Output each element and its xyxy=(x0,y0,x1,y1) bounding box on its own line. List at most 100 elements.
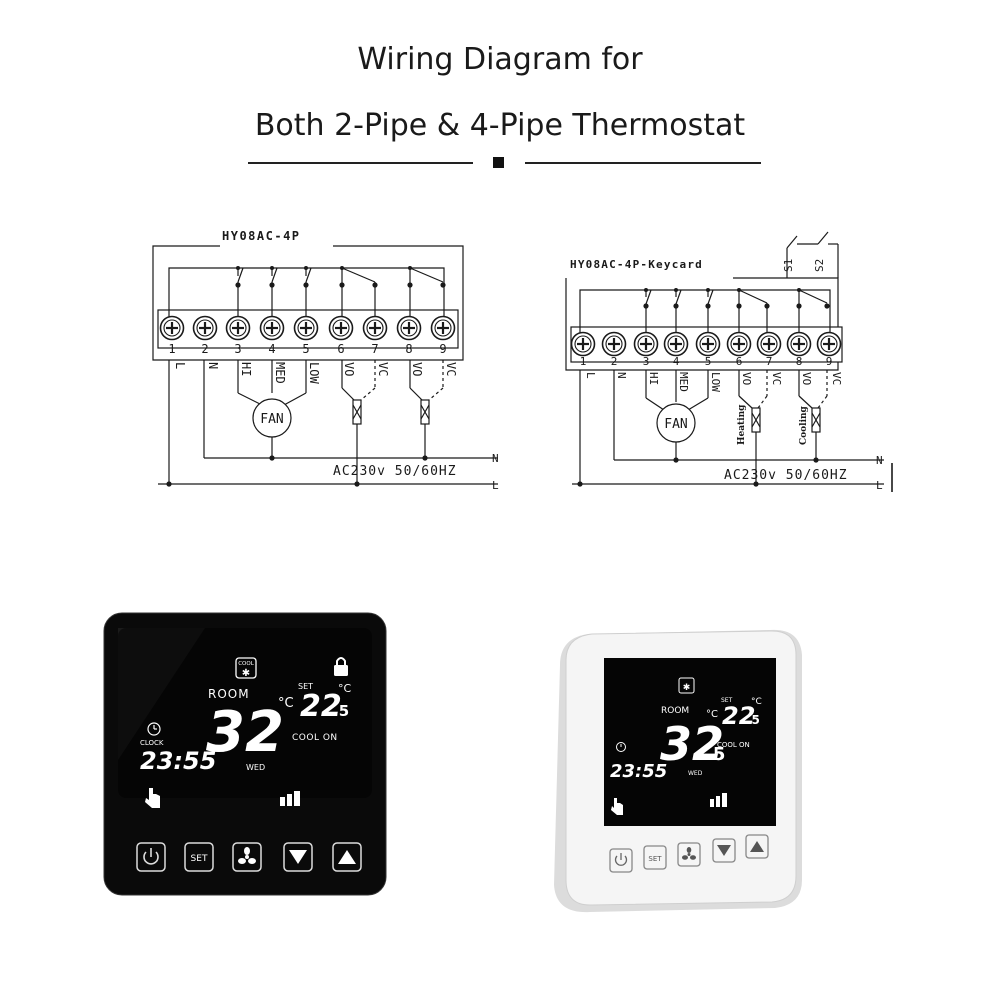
right-switch-s1: S1 xyxy=(782,259,795,272)
black-set-temp: 22 xyxy=(300,689,342,724)
white-status: COOL ON xyxy=(717,741,750,749)
left-terminal-number-9: 9 xyxy=(439,342,446,356)
right-cooling-label: Cooling xyxy=(799,405,809,445)
left-terminal-label-4: MED xyxy=(273,362,287,384)
black-clock-label: CLOCK xyxy=(140,739,164,747)
left-supply-label: AC230v 50/60HZ xyxy=(333,464,457,479)
black-down-button[interactable] xyxy=(283,842,313,872)
thermostat-black: COOL ✱ ROOM 32 °C SET 22 .5 °C COOL ON C… xyxy=(103,612,387,896)
right-terminal-number-5: 5 xyxy=(705,355,712,368)
fan-speed-bars-icon xyxy=(280,791,300,806)
left-line-l: L xyxy=(492,479,499,492)
white-up-button[interactable] xyxy=(745,834,769,859)
white-power-button[interactable] xyxy=(609,848,633,873)
left-terminal-number-2: 2 xyxy=(201,342,208,356)
thermostat-white: ✱ ROOM 32 .5 °C SET 22 .5 °C COOL ON 23:… xyxy=(554,629,802,913)
svg-text:SET: SET xyxy=(648,855,662,863)
right-terminal-label-3: HI xyxy=(647,372,660,385)
white-fan-button[interactable] xyxy=(677,842,701,867)
right-heating-label: Heating xyxy=(737,404,747,445)
title-divider-square xyxy=(493,157,504,168)
right-terminal-number-7: 7 xyxy=(766,355,773,368)
left-terminal-number-1: 1 xyxy=(168,342,175,356)
white-cool-mode-icon: ✱ xyxy=(678,677,695,694)
black-day: WED xyxy=(246,763,265,772)
white-power-icon xyxy=(614,853,628,866)
left-terminal-screw-2 xyxy=(192,315,218,341)
black-clock-time: 23:55 xyxy=(140,747,216,775)
right-terminal-number-3: 3 xyxy=(643,355,650,368)
white-set-temp: 22 xyxy=(722,702,755,730)
white-set-button[interactable]: SET xyxy=(643,845,667,870)
left-terminal-screws xyxy=(159,315,456,341)
right-terminal-screws xyxy=(570,331,842,357)
left-terminal-number-7: 7 xyxy=(371,342,378,356)
right-terminal-label-7: VC xyxy=(770,372,783,385)
left-terminal-screw-9 xyxy=(430,315,456,341)
white-fan-icon xyxy=(682,847,696,860)
left-model-label: HY08AC-4P xyxy=(222,229,301,243)
right-terminal-screw-4 xyxy=(663,331,689,357)
left-terminal-screw-4 xyxy=(259,315,285,341)
black-room-temp: 32 xyxy=(206,700,284,765)
svg-text:✱: ✱ xyxy=(242,668,250,679)
left-terminal-label-7: VC xyxy=(376,362,390,376)
right-terminal-label-2: N xyxy=(615,372,628,379)
white-arrow-up-icon xyxy=(750,841,764,852)
left-terminal-number-8: 8 xyxy=(405,342,412,356)
right-terminal-screw-5 xyxy=(695,331,721,357)
arrow-up-icon xyxy=(338,850,356,864)
right-terminal-number-9: 9 xyxy=(826,355,833,368)
white-down-button[interactable] xyxy=(712,838,736,863)
black-set-button[interactable]: SET xyxy=(184,842,214,872)
fan-icon xyxy=(238,847,256,864)
right-terminal-number-4: 4 xyxy=(673,355,680,368)
right-terminal-screw-3 xyxy=(633,331,659,357)
right-terminal-number-8: 8 xyxy=(796,355,803,368)
arrow-down-icon xyxy=(289,850,307,864)
right-terminal-screw-9 xyxy=(816,331,842,357)
white-unit-right: °C xyxy=(751,697,762,707)
left-terminal-screw-1 xyxy=(159,315,185,341)
right-terminal-screw-6 xyxy=(726,331,752,357)
black-set-temp-decimal: .5 xyxy=(333,702,349,720)
right-terminal-number-6: 6 xyxy=(736,355,743,368)
white-room-temp: 32 xyxy=(660,717,724,771)
left-fan-label: FAN xyxy=(260,412,283,427)
white-room-label: ROOM xyxy=(661,706,689,716)
white-set-label: SET xyxy=(721,697,733,704)
right-terminal-label-4: MED xyxy=(677,372,690,392)
left-terminal-number-6: 6 xyxy=(337,342,344,356)
right-terminal-screw-1 xyxy=(570,331,596,357)
left-junction-dots xyxy=(166,266,446,487)
black-up-button[interactable] xyxy=(332,842,362,872)
black-fan-button[interactable] xyxy=(232,842,262,872)
left-terminal-label-3: HI xyxy=(239,362,253,376)
right-terminal-number-1: 1 xyxy=(580,355,587,368)
right-terminal-label-1: L xyxy=(584,372,597,379)
left-terminal-label-5: LOW xyxy=(307,362,321,384)
black-power-button[interactable] xyxy=(136,842,166,872)
black-unit-left: °C xyxy=(278,696,294,711)
left-terminal-number-3: 3 xyxy=(234,342,241,356)
white-room-temp-decimal: .5 xyxy=(706,744,725,765)
lock-icon xyxy=(334,657,348,676)
white-hand-touch-icon xyxy=(611,798,623,815)
left-line-n: N xyxy=(492,452,499,465)
left-terminal-screw-7 xyxy=(362,315,388,341)
title-divider-left xyxy=(248,162,473,164)
right-terminal-screw-2 xyxy=(601,331,627,357)
hand-touch-icon xyxy=(145,788,160,808)
power-icon xyxy=(143,848,159,865)
svg-text:SET: SET xyxy=(191,854,208,864)
title-divider-right xyxy=(525,162,761,164)
left-terminal-screw-3 xyxy=(225,315,251,341)
right-supply-label: AC230v 50/60HZ xyxy=(724,468,848,483)
black-status: COOL ON xyxy=(292,733,338,743)
title-line-2: Both 2-Pipe & 4-Pipe Thermostat xyxy=(254,108,746,143)
cool-mode-icon: COOL ✱ xyxy=(235,657,257,679)
